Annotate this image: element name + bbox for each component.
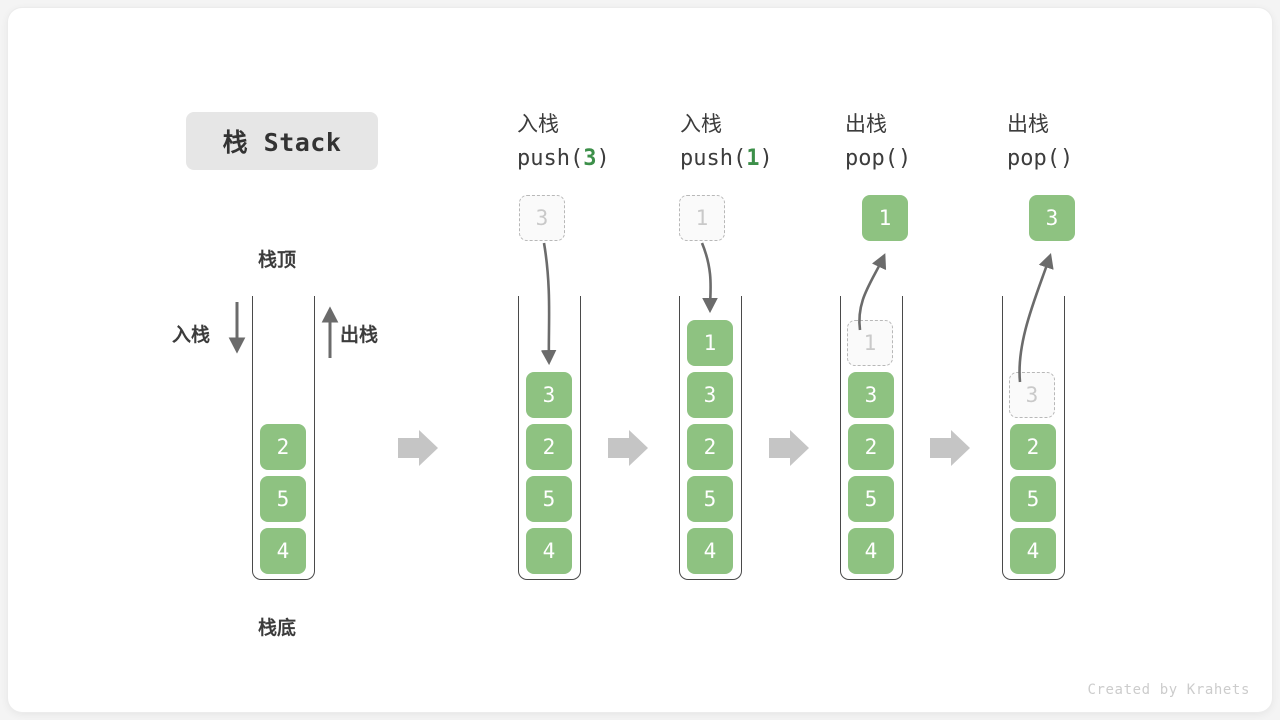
op-code-arg: 3 xyxy=(583,146,597,172)
floating-cell-pop-3: 3 xyxy=(1029,195,1075,241)
stack-cell: 3 xyxy=(526,372,572,418)
stack-container-pop-1 xyxy=(840,296,903,580)
op-name-cn: 入栈 xyxy=(517,112,559,136)
stack-bottom-label: 栈底 xyxy=(258,617,297,639)
stack-cell: 5 xyxy=(848,476,894,522)
stack-cell: 5 xyxy=(1010,476,1056,522)
stack-container-pop-3 xyxy=(1002,296,1065,580)
op-code-suffix: ) xyxy=(596,146,610,172)
op-code-prefix: push( xyxy=(680,146,747,172)
stack-container-push-3 xyxy=(518,296,581,580)
op-name-cn: 出栈 xyxy=(1007,112,1049,136)
stack-cell-removed: 1 xyxy=(847,320,893,366)
stack-cell: 3 xyxy=(687,372,733,418)
op-code-prefix: pop( xyxy=(845,146,898,172)
op-name-cn: 出栈 xyxy=(845,112,887,136)
stack-cell: 2 xyxy=(526,424,572,470)
stack-cell: 5 xyxy=(526,476,572,522)
stack-cell: 2 xyxy=(260,424,306,470)
stack-top-label: 栈顶 xyxy=(258,249,297,271)
stack-cell: 3 xyxy=(848,372,894,418)
op-name-cn: 入栈 xyxy=(680,112,722,136)
floating-cell-push-3: 3 xyxy=(519,195,565,241)
op-code-suffix: ) xyxy=(897,146,912,172)
step-header-pop-3: 出栈 pop() xyxy=(1007,108,1157,176)
stack-cell: 2 xyxy=(848,424,894,470)
floating-cell-pop-1: 1 xyxy=(862,195,908,241)
op-code-prefix: pop( xyxy=(1007,146,1060,172)
op-code-suffix: ) xyxy=(1059,146,1074,172)
stack-container-push-1 xyxy=(679,296,742,580)
stack-cell: 4 xyxy=(687,528,733,574)
pop-direction-label: 出栈 xyxy=(340,324,379,346)
op-code-prefix: push( xyxy=(517,146,584,172)
op-code-arg: 1 xyxy=(746,146,760,172)
stack-cell: 4 xyxy=(1010,528,1056,574)
stack-cell-removed: 3 xyxy=(1009,372,1055,418)
step-header-push-3: 入栈 push(3) xyxy=(517,108,667,176)
stack-cell: 5 xyxy=(687,476,733,522)
stack-cell: 2 xyxy=(1010,424,1056,470)
floating-cell-push-1: 1 xyxy=(679,195,725,241)
stack-cell: 2 xyxy=(687,424,733,470)
step-header-push-1: 入栈 push(1) xyxy=(680,108,830,176)
stack-cell: 4 xyxy=(848,528,894,574)
stack-cell: 4 xyxy=(260,528,306,574)
push-direction-label: 入栈 xyxy=(172,324,211,346)
stack-container-initial xyxy=(252,296,315,580)
credit-text: Created by Krahets xyxy=(1087,682,1250,698)
step-header-pop-1: 出栈 pop() xyxy=(845,108,995,176)
op-code-suffix: ) xyxy=(759,146,773,172)
stack-cell: 5 xyxy=(260,476,306,522)
stack-cell: 4 xyxy=(526,528,572,574)
page-title: 栈 Stack xyxy=(186,112,378,170)
stack-cell: 1 xyxy=(687,320,733,366)
